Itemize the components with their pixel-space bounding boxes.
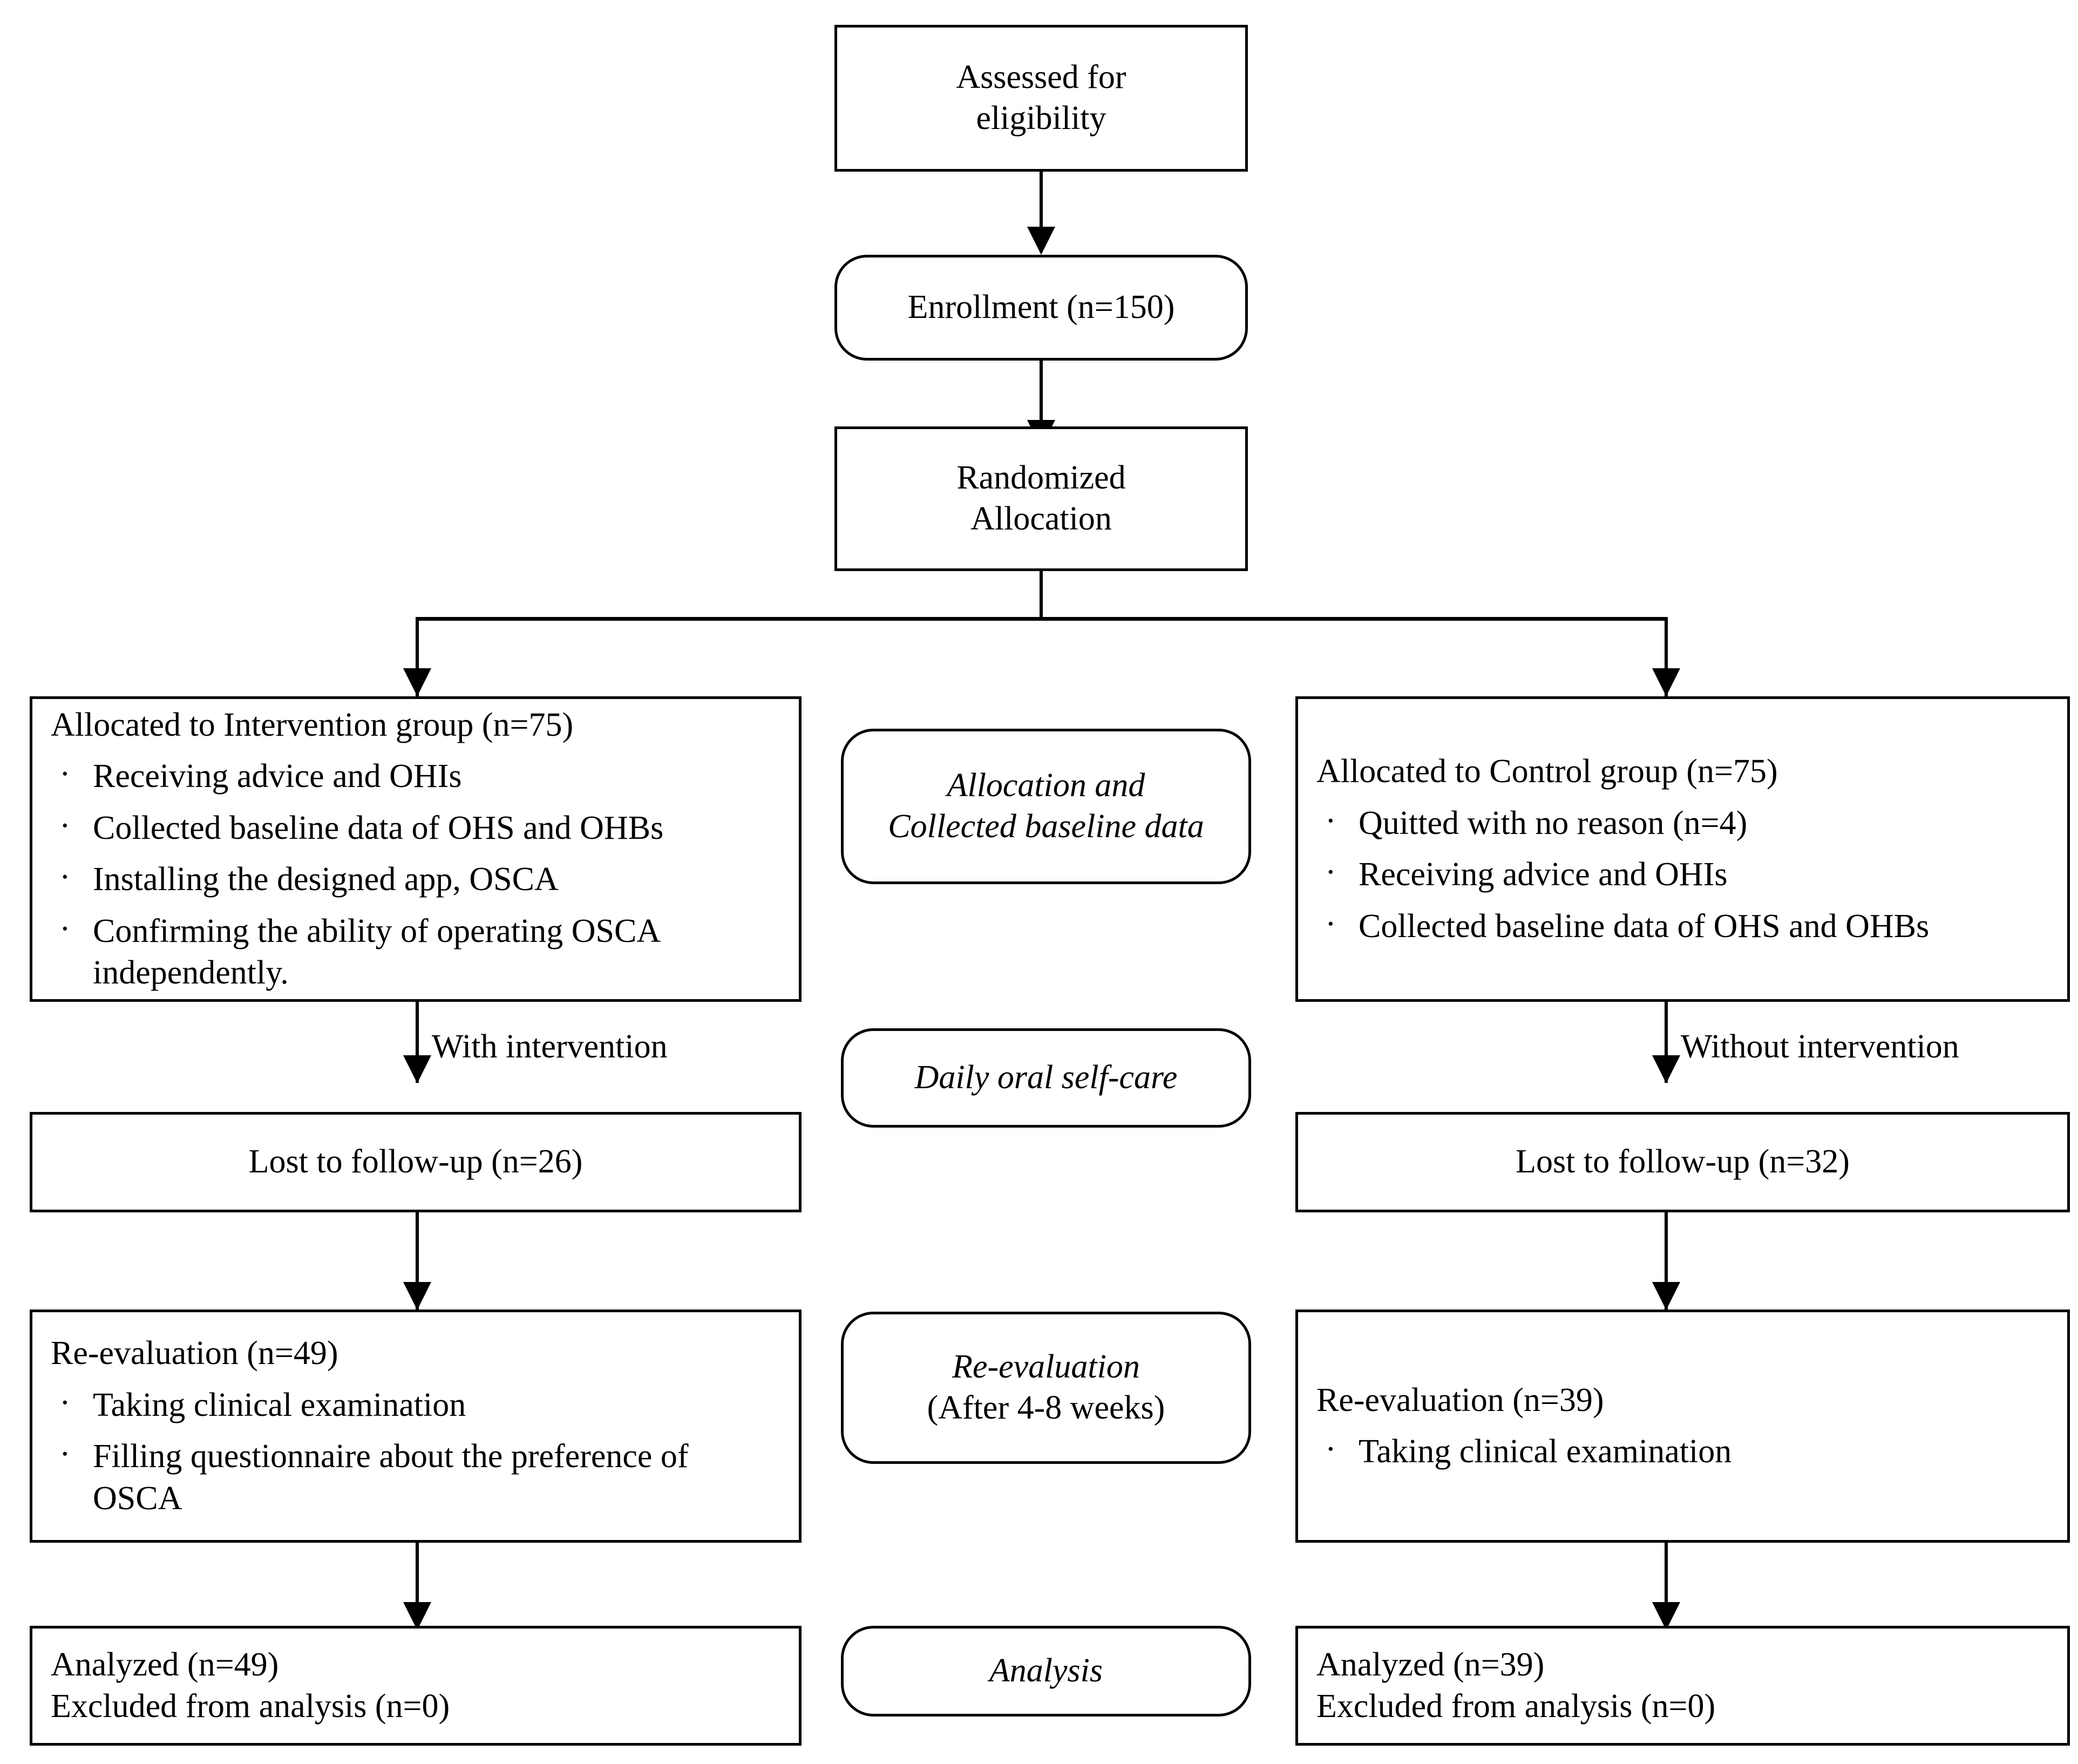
node-control-allocation: Allocated to Control group (n=75) Quitte… (1295, 696, 2070, 1002)
edge-label-with-intervention: With intervention (432, 1028, 668, 1065)
control-analyzed-line1: Analyzed (n=39) (1316, 1646, 1545, 1683)
list-item: Receiving advice and OHIs (1316, 852, 1929, 896)
control-allocation-bullets: Quitted with no reason (n=4) Receiving a… (1316, 793, 1929, 948)
connector-assessed-to-enrollment (1040, 172, 1043, 231)
list-item: Filling questionnaire about the preferen… (51, 1434, 780, 1519)
list-item: Taking clinical examination (51, 1382, 780, 1427)
randomized-label: Randomized Allocation (956, 459, 1126, 537)
edge-label-without-intervention: Without intervention (1681, 1028, 1959, 1065)
connector-intervention-alloc-to-lost (416, 1002, 419, 1083)
node-enrollment: Enrollment (n=150) (834, 255, 1248, 361)
arrowhead-split-to-control (1652, 668, 1680, 696)
intervention-analyzed-line2: Excluded from analysis (n=0) (51, 1688, 450, 1725)
connector-randomized-stem (1040, 571, 1043, 620)
arrowhead-control-alloc-to-lost (1652, 1055, 1680, 1083)
list-item: Receiving advice and OHIs (51, 754, 780, 798)
connector-control-alloc-to-lost (1665, 1002, 1668, 1083)
list-item: Installing the designed app, OSCA (51, 857, 780, 901)
connector-intervention-lost-to-reeval (416, 1212, 419, 1310)
node-control-lost-to-followup: Lost to follow-up (n=32) (1295, 1112, 2070, 1212)
connector-control-reeval-to-analyzed (1665, 1543, 1668, 1629)
control-reeval-bullets: Taking clinical examination (1316, 1421, 1731, 1473)
list-item: Taking clinical examination (1316, 1429, 1731, 1473)
arrowhead-split-to-intervention (403, 668, 431, 696)
intervention-allocation-bullets: Receiving advice and OHIs Collected base… (51, 746, 780, 994)
stage-reeval-line1: Re-evaluation (952, 1348, 1140, 1386)
arrowhead-intervention-reeval-to-analyzed (403, 1602, 431, 1630)
connector-split-right-drop (1665, 617, 1668, 697)
intervention-lost-label: Lost to follow-up (n=26) (248, 1143, 583, 1180)
connector-control-lost-to-reeval (1665, 1212, 1668, 1310)
intervention-reeval-heading: Re-evaluation (n=49) (51, 1335, 338, 1372)
enrollment-stage-label: Enrollment (907, 289, 1058, 326)
node-randomized-allocation: Randomized Allocation (834, 426, 1248, 571)
list-item: Collected baseline data of OHS and OHBs (51, 805, 780, 850)
node-intervention-lost-to-followup: Lost to follow-up (n=26) (30, 1112, 802, 1212)
node-control-analyzed: Analyzed (n=39) Excluded from analysis (… (1295, 1626, 2070, 1746)
list-item: Quitted with no reason (n=4) (1316, 800, 1929, 845)
node-intervention-reevaluation: Re-evaluation (n=49) Taking clinical exa… (30, 1310, 802, 1543)
control-lost-label: Lost to follow-up (n=32) (1516, 1143, 1850, 1180)
node-stage-reevaluation: Re-evaluation (After 4-8 weeks) (841, 1312, 1251, 1464)
intervention-allocation-heading: Allocated to Intervention group (n=75) (51, 706, 574, 743)
connector-enrollment-to-randomized (1040, 361, 1043, 425)
enrollment-text: Enrollment (n=150) (908, 287, 1175, 329)
node-control-reevaluation: Re-evaluation (n=39) Taking clinical exa… (1295, 1310, 2070, 1543)
node-stage-daily-oral-self-care: Daily oral self-care (841, 1028, 1251, 1128)
arrowhead-intervention-lost-to-reeval (403, 1282, 431, 1310)
node-assessed-for-eligibility: Assessed for eligibility (834, 25, 1248, 172)
control-reeval-heading: Re-evaluation (n=39) (1316, 1381, 1604, 1419)
stage-allocation-line2: Collected baseline data (888, 808, 1204, 845)
stage-analysis-label: Analysis (989, 1652, 1103, 1690)
assessed-label: Assessed for eligibility (956, 59, 1126, 137)
stage-self-care-label: Daily oral self-care (914, 1059, 1178, 1096)
arrowhead-control-reeval-to-analyzed (1652, 1602, 1680, 1630)
stage-allocation-line1: Allocation and (947, 767, 1145, 804)
node-intervention-allocation: Allocated to Intervention group (n=75) R… (30, 696, 802, 1002)
enrollment-count-label: (n=150) (1058, 289, 1175, 326)
node-stage-allocation: Allocation and Collected baseline data (841, 729, 1251, 884)
control-allocation-heading: Allocated to Control group (n=75) (1316, 753, 1778, 790)
connector-intervention-reeval-to-analyzed (416, 1543, 419, 1629)
arrowhead-assessed-to-enrollment (1027, 227, 1055, 255)
intervention-analyzed-line1: Analyzed (n=49) (51, 1646, 279, 1683)
list-item: Collected baseline data of OHS and OHBs (1316, 904, 1929, 948)
stage-reeval-line2: (After 4-8 weeks) (927, 1389, 1165, 1426)
connector-split-left-drop (416, 617, 419, 697)
arrowhead-control-lost-to-reeval (1652, 1282, 1680, 1310)
node-stage-analysis: Analysis (841, 1626, 1251, 1716)
list-item: Confirming the ability of operating OSCA… (51, 908, 780, 994)
node-intervention-analyzed: Analyzed (n=49) Excluded from analysis (… (30, 1626, 802, 1746)
connector-randomized-split-bar (416, 617, 1668, 621)
control-analyzed-line2: Excluded from analysis (n=0) (1316, 1688, 1716, 1725)
arrowhead-intervention-alloc-to-lost (403, 1055, 431, 1083)
intervention-reeval-bullets: Taking clinical examination Filling ques… (51, 1375, 780, 1520)
